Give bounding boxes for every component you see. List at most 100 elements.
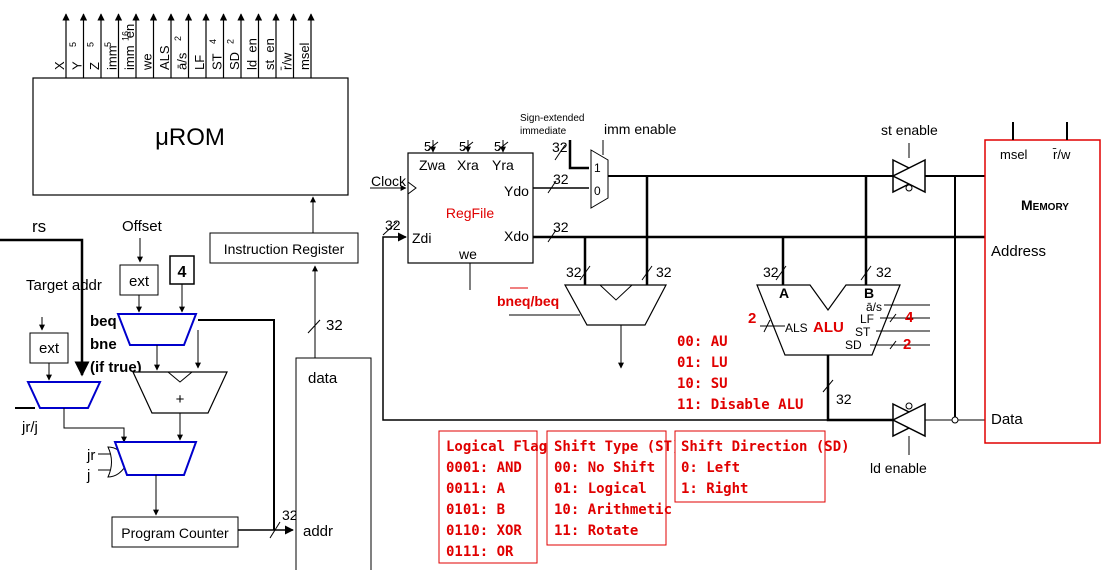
urom-signal-label: X (52, 61, 67, 70)
imm-enable-label: imm enable (604, 121, 677, 137)
urom-signal-label: we (140, 53, 155, 71)
alu-out-width: 32 (836, 391, 852, 407)
urom-signal-label: LF (192, 55, 207, 70)
beq-bne-mux (116, 313, 198, 346)
imm-width: 32 (552, 139, 568, 155)
urom-title: μROM (155, 124, 225, 151)
shift-type-table (546, 430, 667, 546)
urom-signal-width: 5 (68, 42, 78, 47)
zdi-port: Zdi (412, 230, 431, 246)
alu (756, 284, 901, 356)
table-row: 0110: XOR (446, 523, 522, 539)
alu-in-a-width: 32 (763, 264, 779, 280)
ydo-port: Ydo (504, 183, 529, 199)
logical-flag-table (438, 430, 538, 564)
urom-signal-label: ā/s (175, 52, 190, 70)
yra-port: Yra (492, 157, 514, 173)
four-label: 4 (178, 264, 187, 281)
zdi-width: 32 (385, 217, 401, 233)
pc-mux (113, 441, 198, 476)
table-row: 0: Left (681, 460, 740, 476)
imm-mux (590, 149, 609, 209)
table-title: Shift Type (ST) (554, 439, 680, 455)
memory-data-label: Data (991, 411, 1023, 428)
urom-signal-label: Y (70, 61, 85, 70)
alu-sd: SD (845, 338, 862, 352)
if-true-label: (if true) (90, 359, 142, 376)
offset-label: Offset (122, 218, 163, 235)
table-title: Logical Flag (446, 439, 547, 455)
alu-lf: LF (860, 312, 874, 326)
pc-label: Program Counter (121, 525, 229, 541)
urom-signal-label: Z (87, 62, 102, 70)
urom-signal-width: 2 (226, 39, 236, 44)
urom-signal-label: imm_en (122, 24, 137, 70)
zwa-port: Zwa (419, 157, 446, 173)
rw-label: r̄/w (1053, 147, 1071, 162)
instruction-register (209, 232, 359, 264)
beq-label: beq (90, 313, 117, 330)
xra-port: Xra (457, 157, 479, 173)
alu-b: B (864, 285, 874, 301)
ydo-width: 32 (553, 171, 569, 187)
ir-label: Instruction Register (224, 241, 345, 257)
xdo-width: 32 (553, 219, 569, 235)
we-port: we (458, 246, 477, 262)
alu-in-b-width: 32 (876, 264, 892, 280)
alu-group: A B ALU ALS ā/s LF ST SD 2 4 2 32 32 32 … (677, 264, 930, 413)
alu-als: ALS (785, 321, 808, 335)
jr-j-label: jr/j (21, 419, 38, 436)
urom-signal-width: 5 (103, 42, 113, 47)
st-enable-label: st enable (881, 122, 938, 138)
branch-logic: rs Target addr ext jr/j Offset ext 4 beq… (0, 217, 298, 548)
ld-enable-label: ld enable (870, 460, 927, 476)
comparator-group: 32 32 bneq/beq (497, 264, 672, 369)
comp-in-a: 32 (566, 264, 582, 280)
adder-plus: + (176, 391, 185, 408)
clock-label: Clock (371, 173, 407, 189)
urom-signal-width: 2 (173, 36, 183, 41)
alu-a: A (779, 285, 789, 301)
shift-direction-table (674, 430, 826, 503)
alu-mode-item: 11: Disable ALU (677, 397, 803, 413)
imm-note-2: immediate (520, 126, 567, 137)
urom-signal-label: ld_en (245, 38, 260, 70)
urom-signal-label: SD (227, 52, 242, 70)
imm-note-1: Sign-extended (520, 113, 585, 124)
sd-width: 2 (903, 336, 911, 353)
yra-width: 5 (494, 139, 501, 154)
als-width: 2 (748, 310, 756, 327)
jr-input-label: jr (86, 447, 95, 464)
table-row: 1: Right (681, 481, 748, 497)
jr-mux (26, 381, 102, 409)
zwa-width: 5 (424, 139, 431, 154)
ext-box-2 (119, 264, 159, 296)
imem-addr-label: addr (303, 523, 333, 540)
comp-in-b: 32 (656, 264, 672, 280)
bne-label: bne (90, 336, 117, 353)
imm-mux-in0: 0 (594, 184, 601, 198)
ld-buffer: ld enable (870, 402, 927, 476)
alu-st: ST (855, 325, 871, 339)
memory-block: msel r̄/w Memory Address Data (984, 122, 1101, 444)
regfile-block: Clock RegFile Zwa Xra Yra Ydo Xdo Zdi we… (370, 139, 534, 290)
st-buffer: st enable (881, 122, 938, 194)
xdo-port: Xdo (504, 228, 529, 244)
urom-signal-label: msel (297, 42, 312, 70)
table-row: 11: Rotate (554, 523, 638, 539)
table-row: 00: No Shift (554, 460, 655, 476)
ext-label-2: ext (129, 273, 150, 290)
program-counter (111, 516, 239, 548)
urom-signal-label: ALS (157, 45, 172, 70)
alu-title: ALU (813, 319, 844, 336)
ir-imem: Instruction Register 32 data addr (209, 196, 372, 574)
urom-signal-width: 16 (121, 31, 131, 41)
pc-adder (132, 371, 228, 414)
table-row: 0111: OR (446, 544, 514, 560)
table-title: Shift Direction (SD) (681, 439, 850, 455)
ext-box-1 (29, 332, 69, 364)
table-row: 01: Logical (554, 481, 647, 497)
